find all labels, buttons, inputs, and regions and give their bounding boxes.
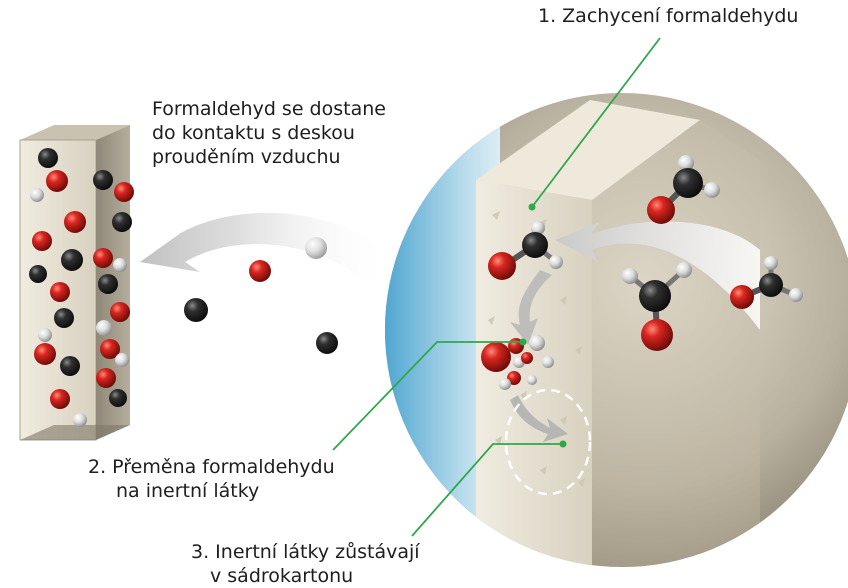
air-flow-arrow-left bbox=[140, 212, 385, 285]
leader-lines bbox=[332, 37, 661, 537]
leader-line-remain bbox=[411, 443, 563, 537]
formaldehyde-molecule-top bbox=[647, 155, 720, 224]
formaldehyde-molecule-middle bbox=[622, 262, 692, 351]
formaldehyde-molecule-captured bbox=[488, 221, 563, 280]
label-transform: 2. Přeměna formaldehydu na inertní látky bbox=[88, 455, 335, 503]
label-intro: Formaldehyd se dostane do kontaktu s des… bbox=[152, 97, 386, 169]
label-intro-line2: do kontaktu s deskou bbox=[152, 122, 355, 144]
magnified-circle bbox=[385, 93, 848, 567]
label-transform-line2: na inertní látky bbox=[116, 480, 260, 502]
label-capture-text: 1. Zachycení formaldehydu bbox=[538, 5, 799, 27]
label-remain-line1: 3. Inertní látky zůstávají bbox=[191, 541, 420, 563]
left-board bbox=[19, 125, 134, 441]
reaction-cluster bbox=[481, 335, 554, 390]
label-intro-line1: Formaldehyd se dostane bbox=[152, 98, 386, 120]
left-board-molecules bbox=[29, 148, 134, 427]
formaldehyde-molecule-right bbox=[730, 256, 803, 309]
floating-molecules bbox=[184, 237, 338, 354]
label-capture: 1. Zachycení formaldehydu bbox=[538, 4, 798, 28]
label-intro-line3: prouděním vzduchu bbox=[152, 146, 341, 168]
leader-line-capture bbox=[531, 37, 661, 208]
leader-line-transform bbox=[332, 341, 523, 451]
label-remain: 3. Inertní látky zůstávají v sádrokarton… bbox=[191, 540, 420, 588]
label-remain-line2: v sádrokartonu bbox=[210, 565, 354, 587]
label-transform-line1: 2. Přeměna formaldehydu bbox=[88, 456, 335, 478]
